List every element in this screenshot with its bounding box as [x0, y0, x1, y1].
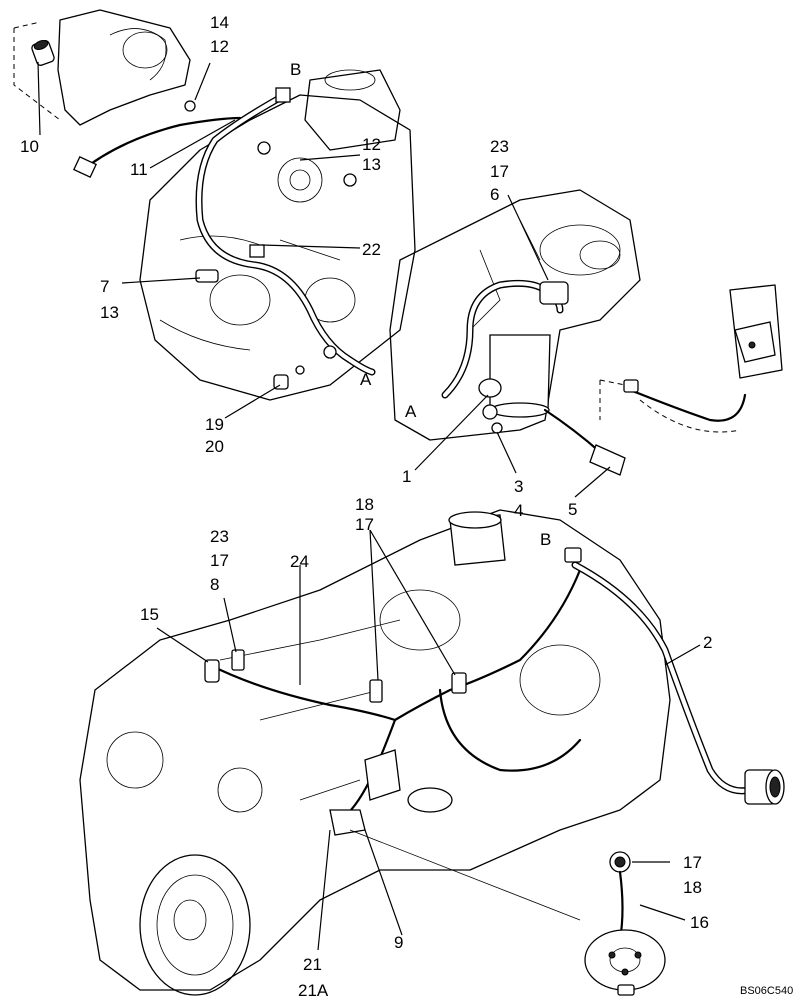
callout-1: 1	[402, 467, 411, 486]
callout-16: 16	[690, 913, 709, 932]
engine-block-rear	[139, 94, 416, 401]
callout-A: A	[360, 370, 372, 389]
callout-21: 21	[303, 955, 322, 974]
callout-17: 17	[210, 551, 229, 570]
callout-14: 14	[210, 13, 229, 32]
sensor-part-10	[31, 40, 55, 66]
bottom-view	[79, 509, 785, 996]
sensor-wire	[78, 116, 242, 174]
engine-cover	[57, 9, 191, 126]
drawing-code: BS06C540	[740, 985, 793, 997]
callout-10: 10	[20, 137, 39, 156]
callout-2: 2	[703, 633, 712, 652]
coolant-hose-upper	[195, 91, 376, 376]
filter-canister	[489, 334, 551, 411]
sensor-assembly-16	[584, 851, 666, 996]
harness-part-24	[208, 568, 582, 722]
sensor-part-9	[329, 749, 401, 836]
callout-5: 5	[568, 500, 577, 519]
sensor-cable-5	[543, 408, 602, 454]
callout-23: 23	[210, 527, 229, 546]
callout-3: 3	[514, 477, 523, 496]
callout-17: 17	[490, 162, 509, 181]
callout-8: 8	[210, 575, 219, 594]
top-left-view	[13, 9, 416, 419]
callout-7: 7	[100, 277, 109, 296]
callout-18: 18	[355, 495, 374, 514]
callout-18: 18	[683, 878, 702, 897]
callout-labels: 14 12 B 10 11 12 13 22 7 13 A 19 20 23 1…	[20, 13, 793, 1000]
engine-block-front	[79, 509, 671, 991]
relay-connection-dashed	[599, 379, 741, 433]
engine-block-side	[389, 189, 641, 441]
callout-17: 17	[683, 853, 702, 872]
callout-6: 6	[490, 185, 499, 204]
callout-A: A	[405, 402, 417, 421]
cable-to-sensor-16	[349, 829, 581, 921]
callout-4: 4	[514, 501, 523, 520]
callout-21A: 21A	[298, 981, 329, 1000]
callout-20: 20	[205, 437, 224, 456]
callout-13: 13	[100, 303, 119, 322]
callout-15: 15	[140, 605, 159, 624]
callout-13: 13	[362, 155, 381, 174]
callout-22: 22	[362, 240, 381, 259]
callout-17: 17	[355, 515, 374, 534]
crankshaft-pulley	[139, 854, 251, 996]
callout-12: 12	[210, 37, 229, 56]
callout-B: B	[290, 60, 301, 79]
relay-bracket	[729, 284, 783, 379]
bracket-outline-dashed	[13, 21, 61, 121]
callout-24: 24	[290, 552, 309, 571]
callout-23: 23	[490, 137, 509, 156]
callout-11: 11	[130, 160, 148, 179]
callout-19: 19	[205, 415, 224, 434]
callout-9: 9	[394, 933, 403, 952]
connector-plug	[744, 769, 785, 805]
callout-12: 12	[362, 135, 381, 154]
sensor-part-15	[204, 659, 220, 683]
top-right-view	[389, 189, 783, 498]
callout-B: B	[540, 530, 551, 549]
